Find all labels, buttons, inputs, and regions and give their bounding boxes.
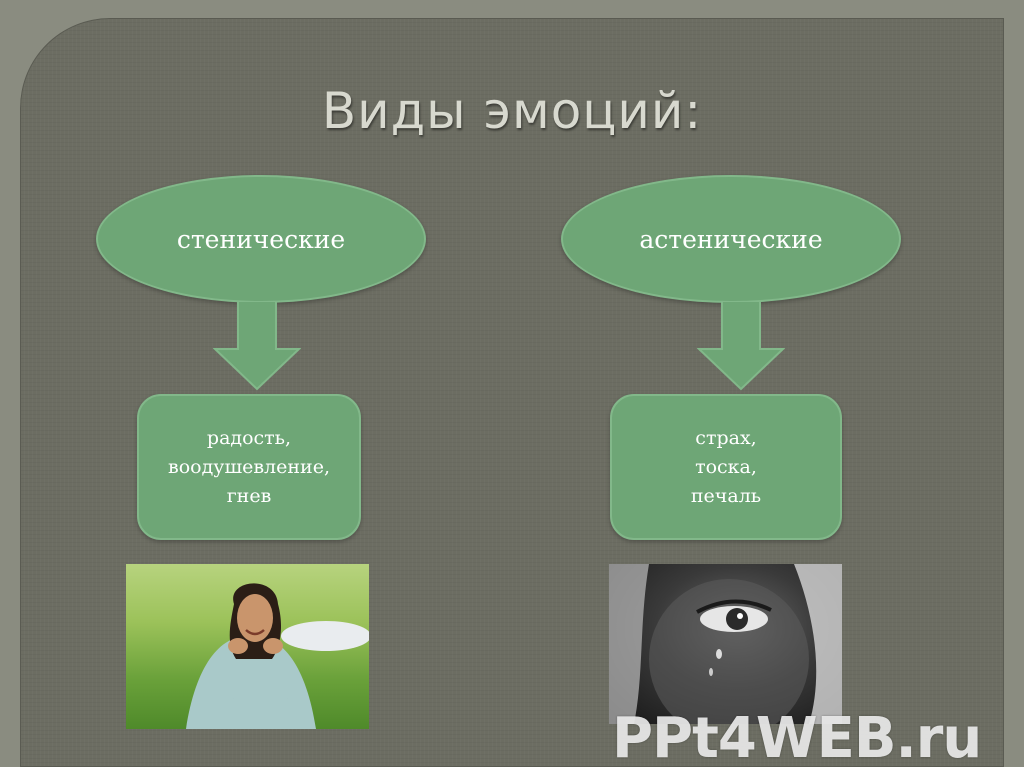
asthenic-oval: астенические (561, 175, 901, 303)
sthenic-example: воодушевление, (168, 455, 330, 478)
asthenic-example: печаль (690, 484, 762, 507)
joyful-woman-photo (126, 564, 369, 729)
sthenic-examples-box: радость, воодушевление, гнев (137, 394, 361, 540)
sthenic-example: радость, (206, 426, 292, 449)
sthenic-label: стенические (176, 224, 346, 254)
sad-woman-photo (609, 564, 842, 724)
asthenic-examples-box: страх, тоска, печаль (610, 394, 842, 540)
asthenic-example: страх, (695, 426, 757, 449)
sthenic-oval: стенические (96, 175, 426, 303)
sthenic-example: гнев (226, 484, 272, 507)
down-arrow-icon (213, 301, 301, 391)
slide-title: Виды эмоций: (321, 82, 703, 140)
down-arrow-icon (697, 301, 785, 391)
asthenic-example: тоска, (695, 455, 757, 478)
asthenic-label: астенические (639, 224, 823, 254)
watermark-text: PPt4WEB.ru (612, 706, 982, 767)
